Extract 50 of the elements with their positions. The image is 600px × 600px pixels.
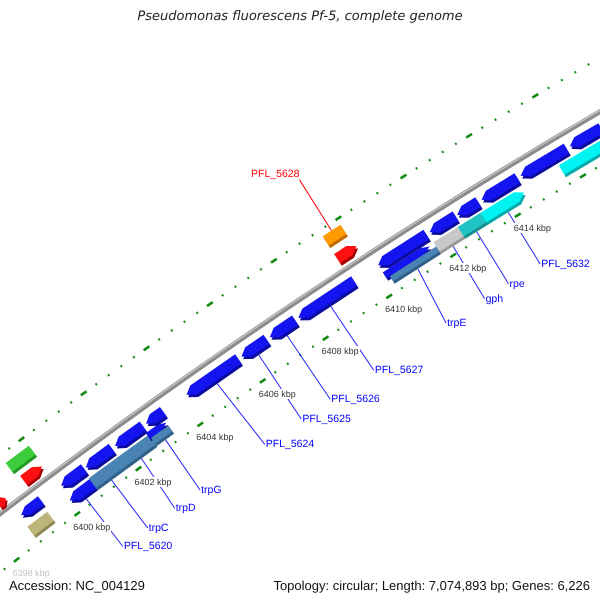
gene-feature (20, 466, 44, 488)
scale-label: 6414 kbp (512, 223, 552, 234)
scale-label: 6408 kbp (320, 346, 360, 356)
gene-feature (146, 407, 168, 426)
gene-feature (298, 276, 359, 320)
gene-feature (570, 123, 600, 150)
accession-label: Accession: NC_004129 (9, 578, 145, 593)
gene-label: PFL_5620 (124, 541, 172, 552)
leader-line (330, 306, 374, 371)
scale-label: 6404 kbp (195, 432, 234, 442)
genome-summary: Topology: circular; Length: 7,074,893 bp; Genes: 6,226 (273, 578, 590, 593)
leader-line (216, 383, 266, 445)
leader-line (111, 480, 148, 529)
gene-label: trpD (176, 503, 196, 514)
gene-label: trpC (148, 523, 169, 534)
gene-feature (21, 496, 46, 518)
leader-line (299, 179, 332, 232)
gene-label: PFL_5628 (251, 168, 300, 180)
gene-label: PFL_5624 (266, 439, 314, 450)
gene-block (390, 246, 442, 284)
leader-line (476, 231, 509, 284)
gene-block (151, 426, 174, 446)
gene-feature (334, 246, 358, 266)
scale-label: 6406 kbp (258, 388, 297, 399)
gene-feature (0, 497, 8, 510)
gene-feature (86, 444, 117, 470)
gene-label: PFL_5627 (374, 365, 424, 376)
gene-feature (482, 173, 522, 203)
gene-label: trpG (201, 485, 222, 496)
leader-line (165, 439, 201, 491)
gene-feature (270, 316, 300, 340)
gene-label: PFL_5626 (331, 394, 380, 406)
scale-label: 6410 kbp (384, 304, 424, 314)
gene-label: PFL_5632 (541, 259, 590, 270)
map-title: Pseudomonas fluorescens Pf-5, complete genome (137, 9, 463, 24)
scale-label: 6398 kbp (12, 568, 51, 578)
gene-feature (457, 197, 483, 218)
gene-block (27, 512, 56, 538)
leader-line (417, 268, 447, 324)
gene-feature (430, 211, 460, 235)
gene-label: rpe (510, 278, 525, 290)
gene-label: gph (486, 294, 504, 305)
scale-label: 6412 kbp (448, 263, 488, 274)
scale-label: 6400 kbp (72, 522, 112, 532)
gene-label: trpE (447, 318, 466, 330)
gene-feature (241, 334, 272, 360)
gene-label: PFL_5625 (302, 414, 351, 426)
gene-block (322, 224, 348, 248)
scale-label: 6402 kbp (133, 476, 173, 487)
gene-feature (186, 354, 243, 398)
